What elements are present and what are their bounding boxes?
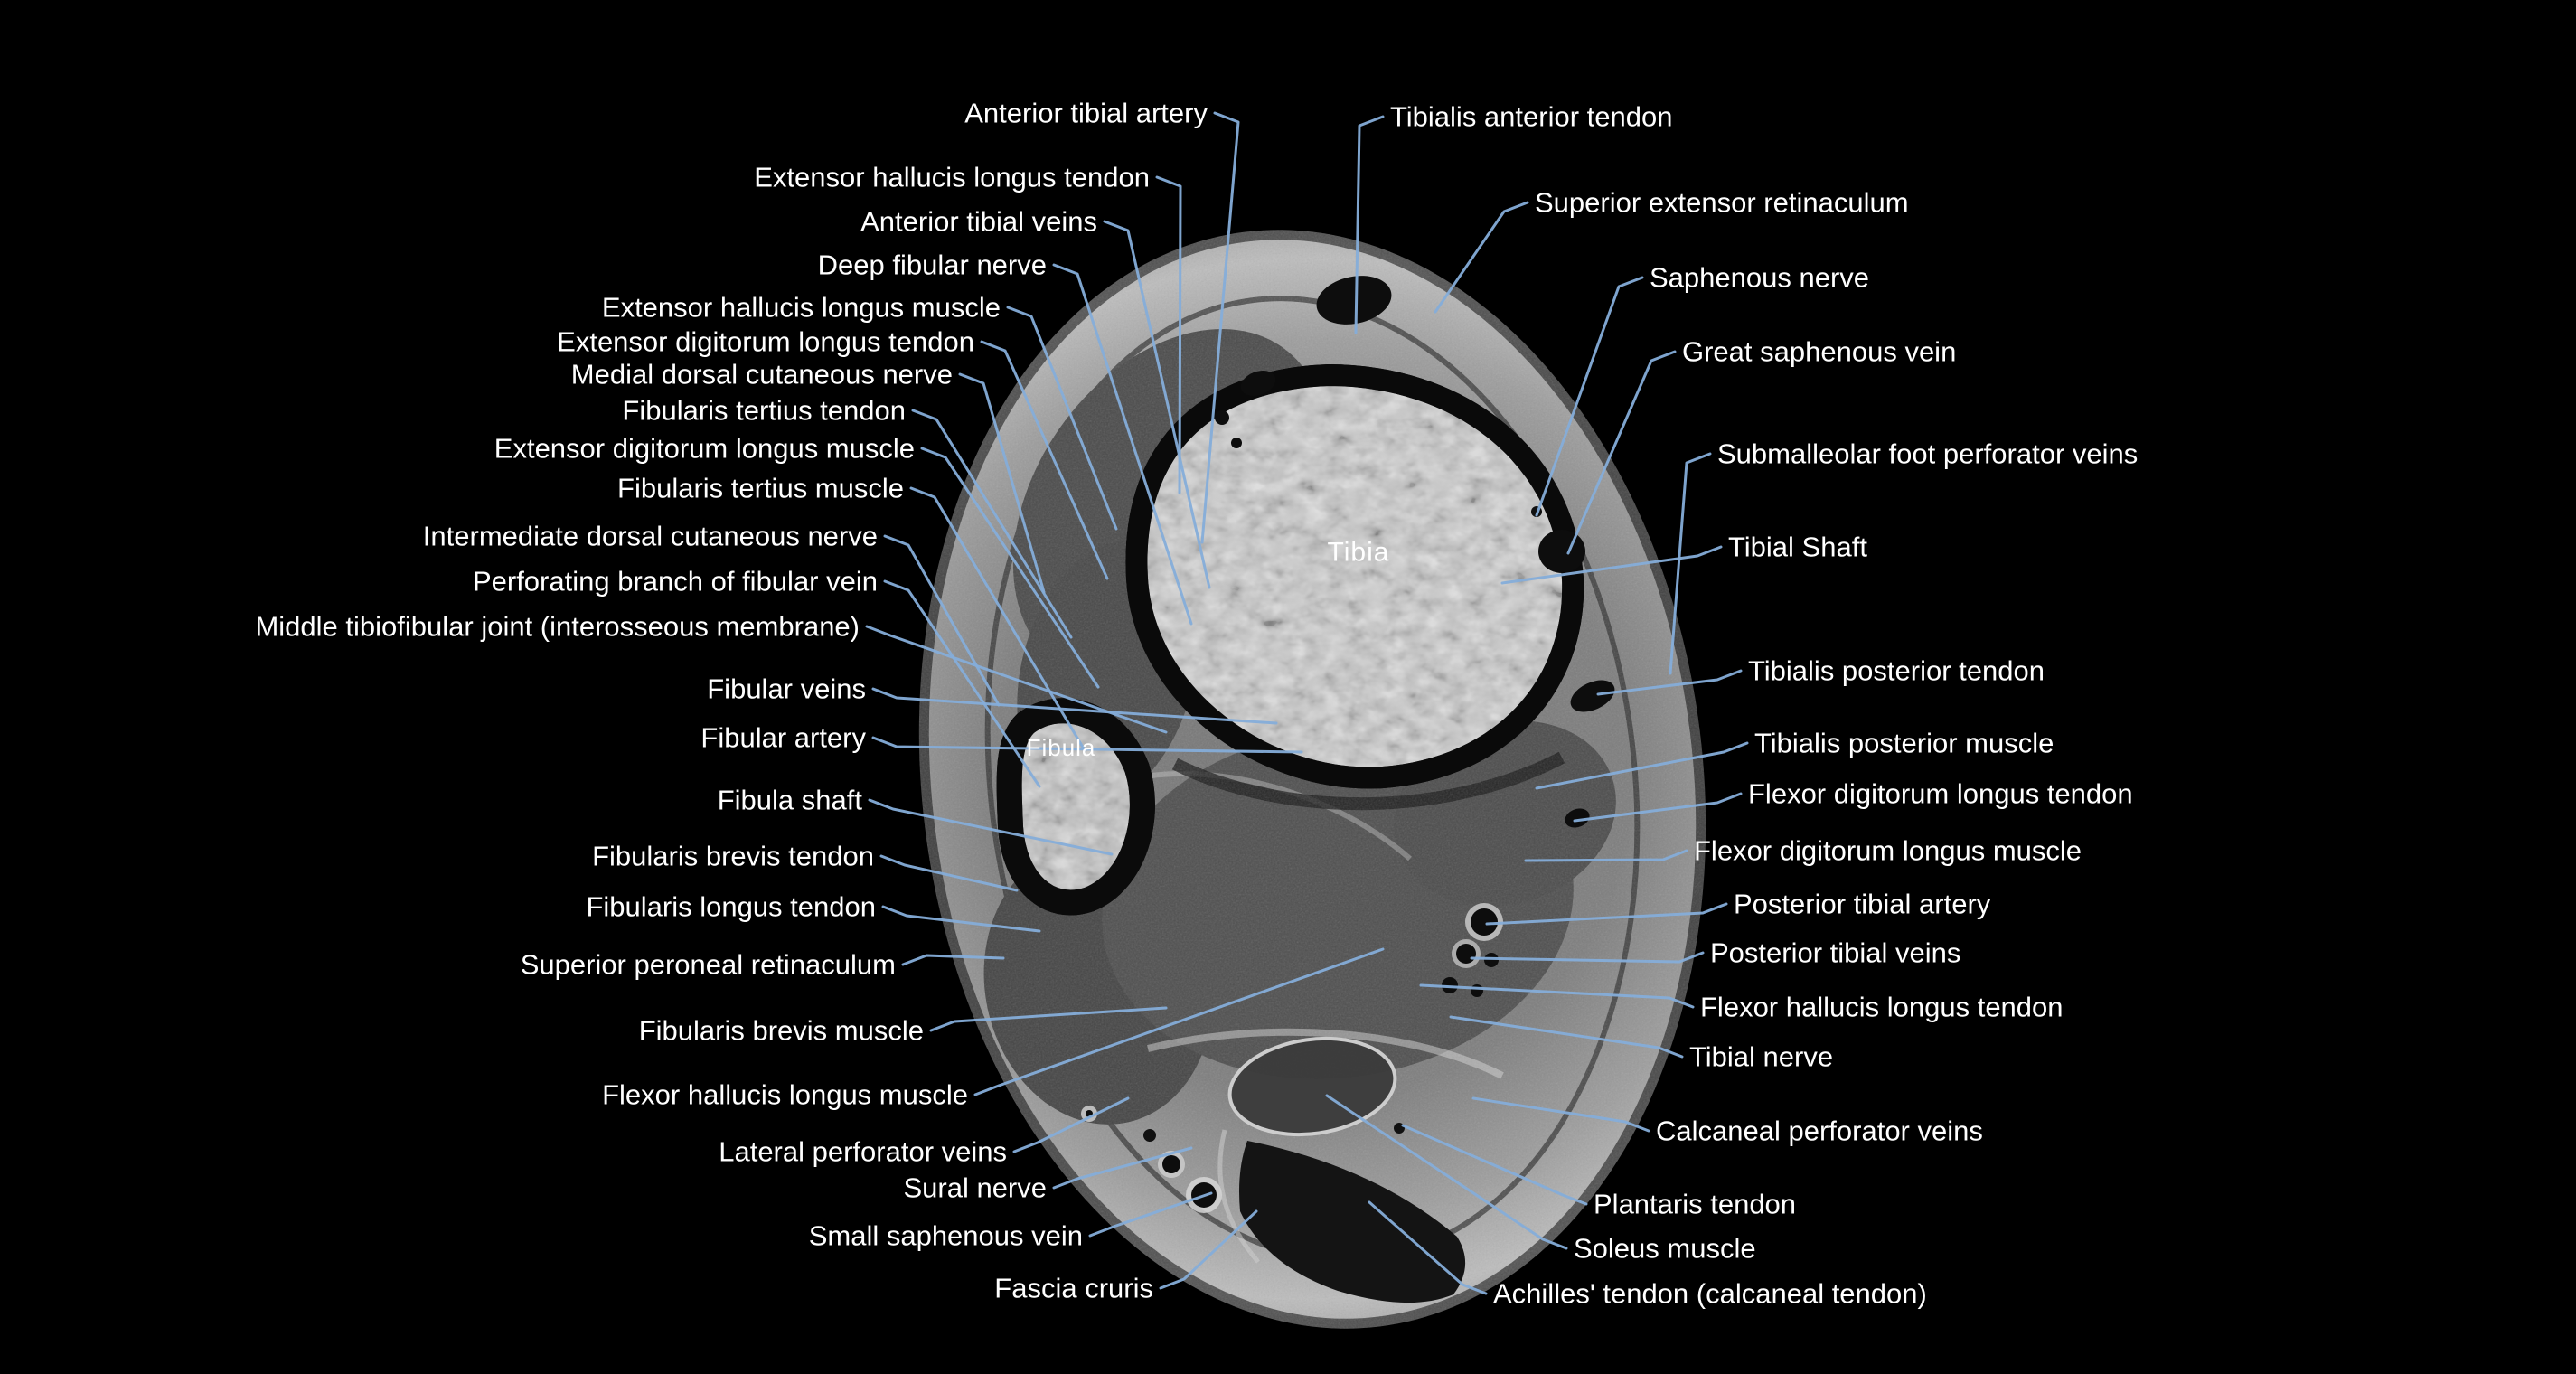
leader-line-flexor-hallucis-longus-tendon	[1419, 983, 1695, 1009]
leader-line-middle-tibiofibular-joint-interosseous-membrane	[865, 625, 1168, 734]
anatomy-label-flexor-digitorum-longus-tendon: Flexor digitorum longus tendon	[1748, 778, 2133, 810]
anatomy-label-fibular-artery: Fibular artery	[700, 722, 866, 754]
great-saphenous-vein-focus	[1538, 530, 1585, 573]
anatomy-label-flexor-hallucis-longus-tendon: Flexor hallucis longus tendon	[1700, 992, 2064, 1023]
anatomy-label-tibial-shaft: Tibial Shaft	[1728, 532, 1867, 563]
anatomy-label-saphenous-nerve: Saphenous nerve	[1650, 262, 1869, 294]
leader-line-anterior-tibial-artery	[1200, 111, 1240, 544]
leader-line-tibial-shaft	[1500, 545, 1723, 585]
leader-line-extensor-digitorum-longus-muscle	[920, 447, 1100, 689]
leader-line-extensor-hallucis-longus-tendon	[1155, 175, 1182, 494]
leader-line-calcaneal-perforator-veins	[1471, 1096, 1650, 1133]
leader-line-extensor-hallucis-longus-muscle	[1006, 306, 1118, 531]
leader-line-flexor-digitorum-longus-muscle	[1524, 849, 1688, 862]
leader-line-tibial-nerve	[1449, 1015, 1684, 1059]
anatomy-label-superior-peroneal-retinaculum: Superior peroneal retinaculum	[521, 949, 896, 981]
anatomy-label-extensor-digitorum-longus-muscle: Extensor digitorum longus muscle	[494, 433, 915, 465]
anatomy-label-fibularis-longus-tendon: Fibularis longus tendon	[586, 891, 876, 923]
anatomy-label-flexor-hallucis-longus-muscle: Flexor hallucis longus muscle	[602, 1079, 968, 1111]
leader-line-lateral-perforator-veins	[1012, 1096, 1130, 1153]
anatomy-label-middle-tibiofibular-joint-interosseous-membrane: Middle tibiofibular joint (interosseous …	[255, 611, 860, 643]
leader-line-perforating-branch-of-fibular-vein	[883, 579, 1041, 788]
leader-line-submalleolar-foot-perforator-veins	[1669, 452, 1712, 675]
anatomy-label-anterior-tibial-veins: Anterior tibial veins	[860, 206, 1097, 238]
anatomy-label-small-saphenous-vein: Small saphenous vein	[809, 1220, 1083, 1252]
leader-line-fibular-artery	[871, 736, 1303, 754]
anatomy-label-tibialis-posterior-tendon: Tibialis posterior tendon	[1748, 655, 2045, 687]
leader-line-superior-extensor-retinaculum	[1434, 201, 1529, 314]
leader-line-fascia-cruris	[1159, 1209, 1258, 1290]
anatomy-label-fascia-cruris: Fascia cruris	[994, 1273, 1153, 1304]
leader-line-soleus-muscle	[1325, 1094, 1568, 1250]
leader-line-fibularis-brevis-muscle	[929, 1006, 1168, 1032]
leader-line-fibularis-tertius-muscle	[909, 486, 1086, 752]
anatomy-label-lateral-perforator-veins: Lateral perforator veins	[719, 1136, 1007, 1168]
bone-label-tibia: Tibia	[1328, 538, 1390, 568]
extensor-hallucis-longus-tendon-focus	[1240, 370, 1276, 397]
leader-line-flexor-digitorum-longus-tendon	[1573, 792, 1743, 823]
anatomy-label-intermediate-dorsal-cutaneous-nerve: Intermediate dorsal cutaneous nerve	[423, 521, 878, 552]
leader-line-intermediate-dorsal-cutaneous-nerve	[883, 534, 1001, 707]
leader-line-superior-peroneal-retinaculum	[901, 954, 1005, 966]
anatomy-label-calcaneal-perforator-veins: Calcaneal perforator veins	[1656, 1115, 1983, 1147]
anatomy-label-achilles-tendon-calcaneal-tendon: Achilles' tendon (calcaneal tendon)	[1493, 1278, 1927, 1310]
anatomy-label-extensor-digitorum-longus-tendon: Extensor digitorum longus tendon	[557, 326, 974, 358]
anatomy-label-perforating-branch-of-fibular-vein: Perforating branch of fibular vein	[473, 566, 878, 598]
leader-line-great-saphenous-vein	[1566, 350, 1677, 555]
leader-line-tibialis-posterior-muscle	[1535, 741, 1749, 790]
leader-line-extensor-digitorum-longus-tendon	[980, 340, 1109, 580]
leader-line-sural-nerve	[1052, 1146, 1193, 1190]
leader-line-flexor-hallucis-longus-muscle	[973, 947, 1385, 1096]
anatomy-label-great-saphenous-vein: Great saphenous vein	[1682, 336, 1956, 368]
anatomy-label-posterior-tibial-veins: Posterior tibial veins	[1710, 937, 1960, 969]
anatomy-label-flexor-digitorum-longus-muscle: Flexor digitorum longus muscle	[1694, 835, 2082, 867]
anatomy-label-plantaris-tendon: Plantaris tendon	[1594, 1189, 1796, 1220]
leader-line-posterior-tibial-veins	[1470, 951, 1705, 964]
achilles-tendon-region	[1239, 1141, 1466, 1303]
leader-line-medial-dorsal-cutaneous-nerve	[958, 372, 1046, 594]
anatomy-label-superior-extensor-retinaculum: Superior extensor retinaculum	[1535, 187, 1909, 219]
leader-line-anterior-tibial-veins	[1103, 220, 1211, 589]
leader-line-saphenous-nerve	[1535, 276, 1644, 517]
anatomy-label-fibula-shaft: Fibula shaft	[718, 785, 863, 816]
anatomy-label-tibialis-posterior-muscle: Tibialis posterior muscle	[1754, 728, 2054, 759]
anatomy-label-deep-fibular-nerve: Deep fibular nerve	[818, 249, 1047, 281]
leader-line-fibularis-tertius-tendon	[911, 409, 1073, 639]
anatomy-label-fibularis-tertius-muscle: Fibularis tertius muscle	[617, 473, 904, 504]
anatomy-label-tibial-nerve: Tibial nerve	[1689, 1041, 1833, 1073]
leader-line-fibularis-longus-tendon	[881, 905, 1041, 933]
tibialis-posterior-tendon-focus	[1570, 680, 1615, 712]
leader-line-achilles-tendon-calcaneal-tendon	[1368, 1200, 1488, 1295]
anatomy-label-anterior-tibial-artery: Anterior tibial artery	[964, 98, 1208, 129]
leader-lines-layer	[865, 111, 1749, 1295]
anatomy-label-posterior-tibial-artery: Posterior tibial artery	[1734, 889, 1991, 920]
anatomy-label-tibialis-anterior-tendon: Tibialis anterior tendon	[1390, 101, 1672, 133]
tibialis-anterior-tendon-focus	[1316, 276, 1392, 325]
leader-line-fibular-veins	[871, 687, 1278, 725]
leader-line-tibialis-posterior-tendon	[1596, 669, 1743, 696]
leader-line-deep-fibular-nerve	[1052, 263, 1193, 626]
leader-line-small-saphenous-vein	[1088, 1191, 1213, 1238]
anatomy-label-fibular-veins: Fibular veins	[707, 673, 866, 705]
leader-line-fibularis-brevis-tendon	[879, 854, 1019, 892]
leader-line-plantaris-tendon	[1401, 1124, 1588, 1206]
leader-line-posterior-tibial-artery	[1485, 902, 1728, 926]
anatomy-label-extensor-hallucis-longus-tendon: Extensor hallucis longus tendon	[754, 162, 1150, 193]
bone-label-fibula: Fibula	[1027, 734, 1096, 761]
anatomy-label-fibularis-brevis-muscle: Fibularis brevis muscle	[639, 1015, 924, 1047]
anatomy-label-fibularis-tertius-tendon: Fibularis tertius tendon	[622, 395, 906, 427]
soleus-muscle-region	[1227, 1036, 1397, 1137]
anatomy-label-submalleolar-foot-perforator-veins: Submalleolar foot perforator veins	[1717, 438, 2138, 470]
anatomy-label-extensor-hallucis-longus-muscle: Extensor hallucis longus muscle	[602, 292, 1001, 324]
anatomy-label-soleus-muscle: Soleus muscle	[1574, 1233, 1756, 1265]
anatomy-label-fibularis-brevis-tendon: Fibularis brevis tendon	[592, 841, 874, 872]
flexor-digitorum-longus-tendon-focus	[1565, 808, 1590, 828]
leader-line-tibialis-anterior-tendon	[1354, 115, 1385, 334]
anatomy-label-sural-nerve: Sural nerve	[903, 1172, 1047, 1204]
anatomy-label-medial-dorsal-cutaneous-nerve: Medial dorsal cutaneous nerve	[571, 359, 953, 391]
leader-line-fibula-shaft	[868, 798, 1114, 856]
